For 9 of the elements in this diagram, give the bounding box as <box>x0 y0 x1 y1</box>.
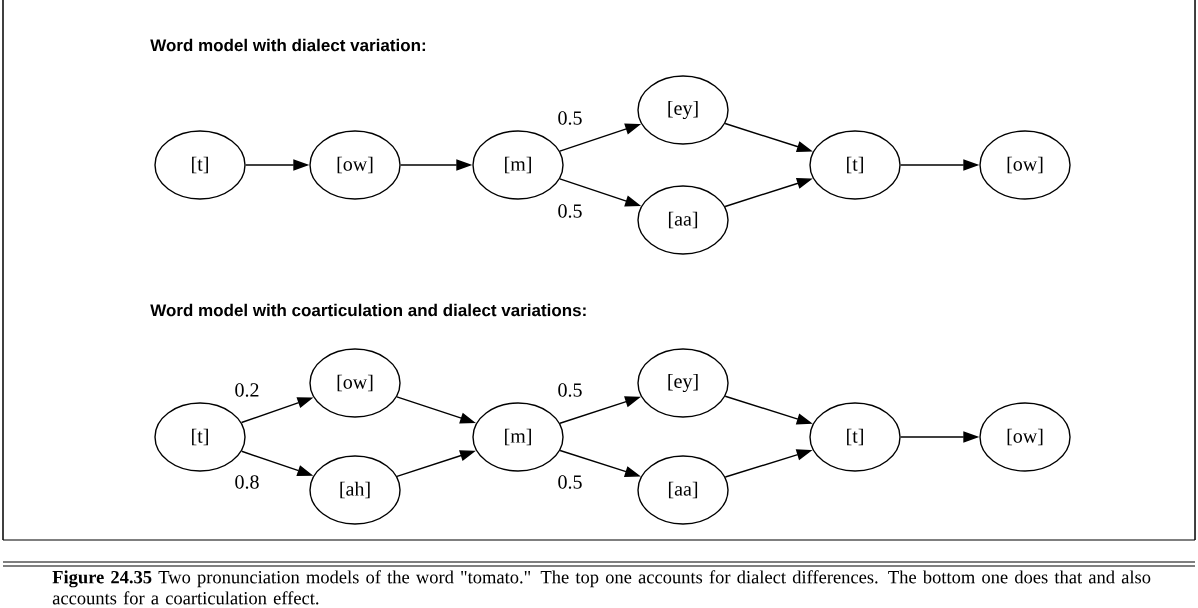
edge-label: 0.5 <box>558 475 582 489</box>
edge-label: 0.8 <box>235 475 259 489</box>
section-heading: Word model with coarticulation and dialect variations: <box>150 303 586 317</box>
edge-label: 0.5 <box>558 111 582 125</box>
figure-caption: Figure 24.35 Two pronunciation models of the word "tomato." The top one accounts for dialect differences. The bottom one does that and also accounts for a coarticulation effect. <box>52 570 1151 605</box>
edge-label: 0.5 <box>558 383 582 397</box>
edge-label: 0.2 <box>235 383 259 397</box>
edge-label: 0.5 <box>558 204 582 218</box>
section-heading: Word model with dialect variation: <box>150 38 426 52</box>
